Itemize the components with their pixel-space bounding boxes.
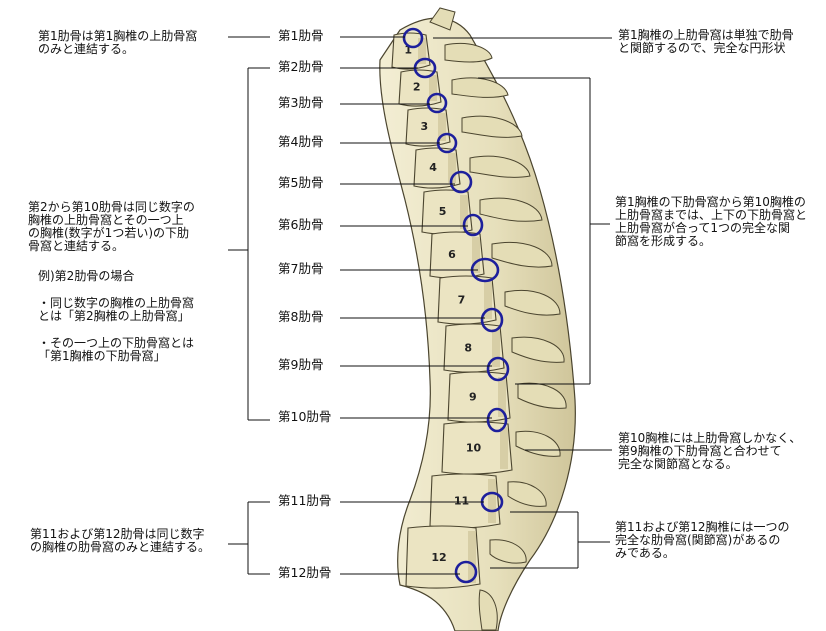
vertebra-shading-t1 [418, 38, 426, 64]
transverse-process-12 [507, 481, 547, 507]
transverse-process-7 [491, 242, 553, 268]
rib-facet-circle-6 [462, 213, 484, 237]
note-rib1: 第1肋骨は第1胸椎の上肋骨窩 のみと連結する。 [38, 29, 198, 56]
vertebra-shading-t9 [498, 377, 506, 417]
rib-facet-circle-9 [486, 356, 510, 382]
rib-facet-circle-1 [402, 27, 424, 49]
rib-label-4: 第4肋骨 [278, 134, 324, 149]
note-rib11-12: 第11および第12肋骨は同じ数字 の胸椎の肋骨窩のみと連結する。 [30, 527, 211, 554]
note-example-title: 例)第2肋骨の場合 [38, 269, 135, 283]
rib-label-11: 第11肋骨 [278, 493, 332, 508]
rib-facet-circle-10 [486, 407, 508, 433]
transverse-process-3 [451, 77, 509, 98]
rib-label-10: 第10肋骨 [278, 409, 332, 424]
vertebra-number-t8: 8 [464, 341, 472, 354]
vertebral-body-t8 [443, 323, 505, 373]
rib-label-1: 第1肋骨 [278, 28, 324, 43]
transverse-process-9 [511, 336, 565, 363]
vertebra-shading-t2 [429, 75, 437, 101]
rib-label-7: 第7肋骨 [278, 261, 324, 276]
transverse-process-4 [461, 115, 523, 138]
vertebra-number-t5: 5 [439, 205, 447, 218]
rib-label-6: 第6肋骨 [278, 217, 324, 232]
note-rib2-10: 第2から第10肋骨は同じ数字の 胸椎の上肋骨窩とその一つ上 の胸椎(数字が1つ若… [28, 200, 195, 253]
rib-label-5: 第5肋骨 [278, 175, 324, 190]
vertebra-shading-t12 [468, 531, 476, 583]
transverse-process-5 [469, 155, 531, 178]
rib-label-2: 第2肋骨 [278, 59, 324, 74]
vertebra-number-t1: 1 [404, 44, 412, 57]
transverse-process-1 [429, 7, 456, 31]
vertebra-shading-t8 [492, 329, 500, 367]
vertebra-shading-t11 [488, 479, 496, 523]
vertebra-number-t11: 11 [454, 495, 469, 508]
vertebra-number-t9: 9 [469, 390, 477, 403]
vertebral-body-t12 [405, 525, 481, 589]
transverse-process-14 [478, 589, 498, 631]
note-example-item2: ・その一つ上の下肋骨窩とは 「第1胸椎の下肋骨窩」 [38, 336, 195, 363]
rib-label-8: 第8肋骨 [278, 309, 324, 324]
note-t11-12: 第11および第12胸椎には一つの 完全な肋骨窩(関節窩)があるの みである。 [615, 520, 790, 560]
vertebra-number-t4: 4 [429, 161, 437, 174]
note-t1-upper: 第1胸椎の上肋骨窩は単独で肋骨 と関節するので、完全な円形状 [618, 28, 794, 55]
rib-facet-circle-8 [480, 307, 504, 333]
vertebra-number-t7: 7 [458, 293, 466, 306]
transverse-process-2 [444, 43, 493, 63]
vertebra-shading-t3 [438, 113, 446, 141]
vertebra-shading-t4 [448, 153, 456, 183]
note-t10: 第10胸椎には上肋骨窩しかなく、 第9胸椎の下肋骨窩と合わせて 完全な関節窩とな… [618, 431, 802, 471]
vertebral-body-t7 [437, 275, 497, 325]
vertebra-shading-t5 [460, 195, 468, 229]
note-example-item1: ・同じ数字の胸椎の上肋骨窩 とは「第2胸椎の上肋骨窩」 [38, 296, 195, 323]
rib-label-3: 第3肋骨 [278, 95, 324, 110]
transverse-process-13 [489, 539, 527, 564]
vertebra-number-t3: 3 [421, 120, 429, 133]
note-t1-t10: 第1胸椎の下肋骨窩から第10胸椎の 上肋骨窩までは、上下の下肋骨窩と 上肋骨窩が… [615, 195, 808, 248]
vertebra-number-t2: 2 [413, 81, 421, 94]
vertebra-shading-t6 [472, 237, 480, 273]
rib-label-9: 第9肋骨 [278, 357, 324, 372]
vertebra-shading-t7 [484, 281, 492, 319]
vertebra-shading-t10 [500, 427, 508, 469]
vertebra-number-t12: 12 [431, 551, 446, 564]
rib-facet-circle-12 [454, 560, 478, 584]
rib-facet-circle-5 [449, 170, 473, 194]
transverse-process-8 [504, 290, 561, 316]
rib-label-12: 第12肋骨 [278, 565, 332, 580]
rib-facet-circle-3 [426, 92, 448, 114]
transverse-process-6 [479, 197, 543, 222]
vertebra-number-t10: 10 [466, 442, 482, 455]
vertebra-number-t6: 6 [448, 248, 456, 261]
